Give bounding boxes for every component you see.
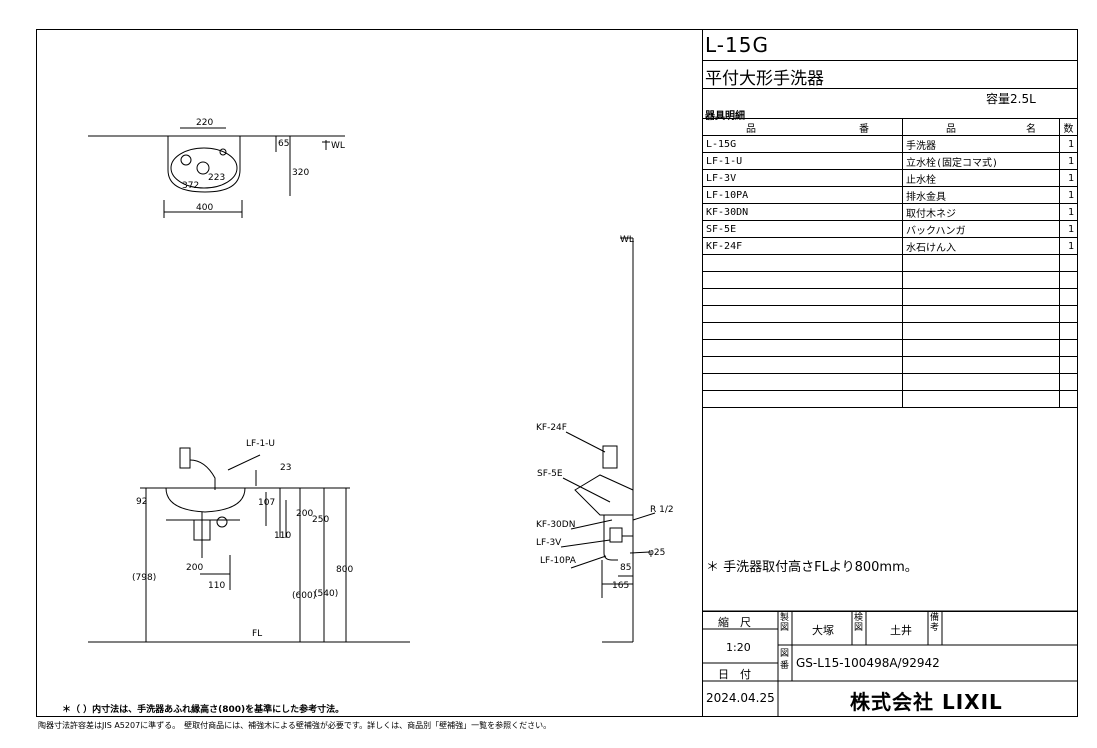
- drawing-number: GS-L15-100498A/92942: [796, 656, 940, 670]
- install-height-note: ＊ 手洗器取付高さFLより800mm。: [706, 560, 918, 575]
- dim-165: 165: [612, 581, 629, 591]
- dim-798: (798): [132, 573, 156, 583]
- dim-400: 400: [196, 203, 213, 213]
- parts-list-label: 器具明細: [705, 111, 745, 122]
- part-qty: 1: [1059, 237, 1078, 255]
- dim-220: 220: [196, 118, 213, 128]
- header-hin: 品: [746, 123, 756, 135]
- dim-85: 85: [620, 563, 631, 573]
- company-logo: 株式会社 LIXIL: [850, 690, 1003, 714]
- dim-800: 800: [336, 565, 353, 575]
- footnote-tolerance: 陶器寸法許容差はJIS A5207に準ずる。 壁取付商品には、補強木による壁補強…: [38, 721, 552, 730]
- part-qty: [1059, 390, 1078, 408]
- dim-110-h: 110: [208, 581, 225, 591]
- divider: [702, 60, 1078, 61]
- callout-lf3v: LF-3V: [536, 538, 562, 548]
- dim-200-h: 200: [186, 563, 203, 573]
- callout-kf24f: KF-24F: [536, 423, 567, 433]
- header-mei: 名: [1026, 123, 1036, 135]
- parts-row: [702, 305, 1078, 323]
- dim-223: 223: [208, 173, 225, 183]
- check-by: 土井: [890, 624, 912, 637]
- callout-r12: R 1/2: [650, 505, 674, 515]
- dim-110-v: 110: [274, 531, 291, 541]
- parts-row: [702, 271, 1078, 289]
- dim-200-v: 200: [296, 509, 313, 519]
- header-qty: 数: [1059, 118, 1078, 136]
- dim-540: (540): [314, 589, 338, 599]
- part-qty: 1: [1059, 186, 1078, 204]
- dim-92: 92: [136, 497, 147, 507]
- date-value: 2024.04.25: [706, 691, 775, 705]
- divider: [702, 88, 1078, 89]
- capacity-label: 容量2.5L: [986, 92, 1036, 106]
- dim-600: (600): [292, 591, 316, 601]
- drawing-frame: [36, 29, 1078, 717]
- dim-107: 107: [258, 498, 275, 508]
- scale-value: 1:20: [726, 641, 751, 654]
- parts-row: [702, 390, 1078, 408]
- drawn-by: 大塚: [812, 624, 834, 637]
- parts-row: [702, 356, 1078, 374]
- callout-kf30dn: KF-30DN: [536, 520, 575, 530]
- callout-d25: φ25: [648, 548, 665, 558]
- header-hin2: 品: [946, 123, 956, 135]
- dim-372: 372: [182, 181, 199, 191]
- dim-320: 320: [292, 168, 309, 178]
- date-label: 日 付: [718, 668, 751, 681]
- floor-line-label: FL: [252, 629, 262, 639]
- wall-line-label: WL: [331, 141, 345, 151]
- drawn-label: 製図: [780, 613, 790, 633]
- part-qty: 1: [1059, 169, 1078, 187]
- dim-65: 65: [278, 139, 289, 149]
- callout-sf5e: SF-5E: [537, 469, 563, 479]
- callout-lf1u: LF-1-U: [246, 439, 275, 449]
- remarks-label: 備考: [930, 613, 940, 633]
- dim-250: 250: [312, 515, 329, 525]
- footnote-reference-dims: ＊（ ）内寸法は、手洗器あふれ縁高さ(800)を基準にした参考寸法。: [62, 705, 345, 715]
- product-name-title: 平付大形手洗器: [705, 69, 824, 89]
- dim-23: 23: [280, 463, 291, 473]
- product-code-title: L-15G: [705, 33, 769, 57]
- header-ban: 番: [859, 123, 869, 135]
- callout-lf10pa: LF-10PA: [540, 556, 577, 566]
- drawing-no-label: 図番: [780, 649, 790, 671]
- parts-row: [702, 373, 1078, 391]
- scale-label: 縮 尺: [718, 616, 751, 629]
- check-label: 検図: [854, 613, 864, 633]
- side-wall-label: WL: [620, 235, 634, 245]
